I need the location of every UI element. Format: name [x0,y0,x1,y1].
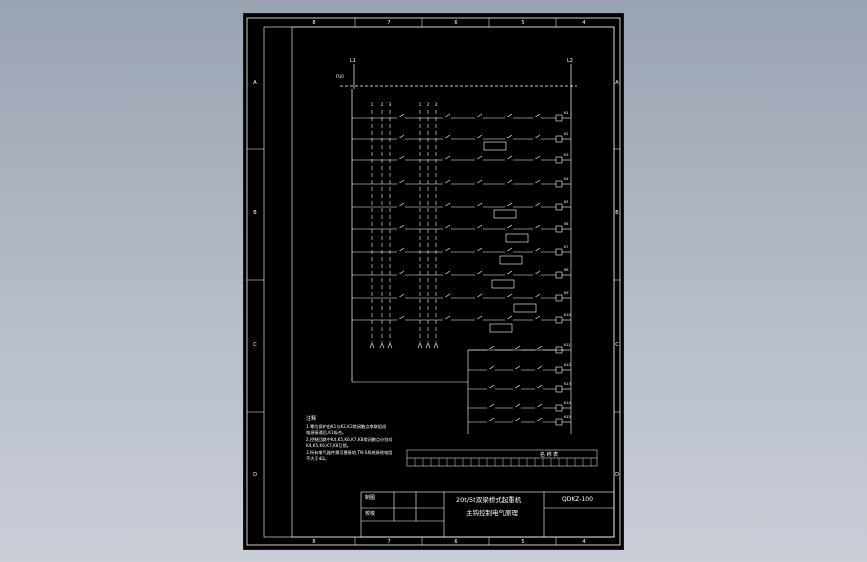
coil-symbol [555,180,563,188]
coil-symbol [555,316,563,324]
row-zone-label: C [253,342,257,348]
note-line: 2.控制回路中K4,K5,K6,K7,K8常闭触点分别对 [306,436,393,442]
coil-tag: K11 [564,343,571,347]
coil-symbol [555,294,563,302]
branch-element [499,255,523,265]
coil-symbol [555,385,563,393]
coil-symbol [555,225,563,233]
notes-title: 注释 [306,416,317,422]
coil-tag: K2 [564,132,569,136]
note-line: 不大于4Ω。 [306,456,329,461]
coil-tag: K15 [564,415,571,419]
row-zone-label: A [615,80,619,86]
note-line: 电源接通后,K1吸合。 [306,430,347,435]
parts-table [406,449,598,467]
branch-element [491,279,515,289]
branch-element [505,233,529,243]
column-number: 3 [389,102,392,107]
bottom-loop [352,349,564,434]
column-number: 1 [371,102,374,107]
branch-element [513,303,537,313]
coil-symbol [555,418,563,426]
column-zone-label: 6 [454,20,457,26]
column-number: 3 [435,102,438,107]
coil-tag: K4 [564,177,569,181]
title-checked-label: 校核 [365,510,375,517]
column-zones [354,18,557,545]
drawing-notes: 注释 1.零位保护由K1与K2,K3常闭触点串联组成 电源接通后,K1吸合。 2… [306,416,406,463]
row-zone-label: D [253,472,257,478]
coil-tag: K9 [564,291,569,295]
drawing-number: QDKZ-100 [562,496,593,503]
row-zones [247,148,620,413]
terminal-arrow [417,342,423,349]
column-number: 2 [427,102,430,107]
rail-label-right: L2 [567,58,573,64]
column-zone-label: 7 [387,539,390,545]
row-zone-label: B [615,210,619,216]
coil-tag: K5 [564,200,569,204]
coil-symbol [555,366,563,374]
column-zone-label: 5 [521,20,524,26]
row-zone-label: C [615,342,619,348]
terminal-arrow [369,342,375,349]
coil-symbol [555,404,563,412]
column-zone-label: 7 [387,20,390,26]
row-zone-label: A [253,80,257,86]
title-line-2: 主钩控制电气原理 [466,508,519,517]
coil-tag: K12 [564,363,571,367]
column-zone-label: 5 [521,539,524,545]
title-drawn-label: 制图 [365,494,375,501]
terminal-arrow [425,342,431,349]
terminal-arrow [433,342,439,349]
column-zone-label: 4 [582,20,585,26]
note-line: 3.所有电气器件需可靠接地,TN-S系统接地电阻 [306,449,393,455]
title-line-1: 20t/5t双梁桥式起重机 [456,495,522,504]
column-zone-label: 8 [312,539,315,545]
power-rails [340,64,577,382]
column-number: 1 [419,102,422,107]
coil-tag: K1 [564,111,569,115]
coil-tag: K7 [564,245,569,249]
coil-tag: K3 [564,153,569,157]
fuse-label: FU0 [336,74,344,79]
terminal-arrow [379,342,385,349]
branch-element [493,209,517,219]
column-zone-label: 4 [582,539,585,545]
note-line: 1.零位保护由K1与K2,K3常闭触点串联组成 [306,423,387,429]
coil-symbol [555,203,563,211]
coil-tag: K8 [564,268,569,272]
parts-table-header: 名 称 表 [540,451,558,458]
column-number: 2 [381,102,384,107]
coil-symbol [555,114,563,122]
coil-symbol [555,248,563,256]
terminal-arrow [387,342,393,349]
title-block [360,491,615,538]
branch-element [483,141,507,151]
coil-tag: K13 [564,382,571,386]
coil-tag: K10 [564,313,571,317]
note-line: K4,K5,K6,K7,K8互锁。 [306,443,351,448]
branch-element [489,323,513,333]
column-zone-label: 8 [312,20,315,26]
row-zone-label: D [615,472,619,478]
outer-frame [246,17,621,546]
coil-symbol [555,271,563,279]
coil-tag: K14 [564,401,572,405]
coil-tag: K6 [564,222,569,226]
row-zone-label: B [253,210,257,216]
column-zone-label: 6 [454,539,457,545]
coil-symbol [555,156,563,164]
rail-label-left: L1 [350,58,356,64]
coil-symbol [555,135,563,143]
